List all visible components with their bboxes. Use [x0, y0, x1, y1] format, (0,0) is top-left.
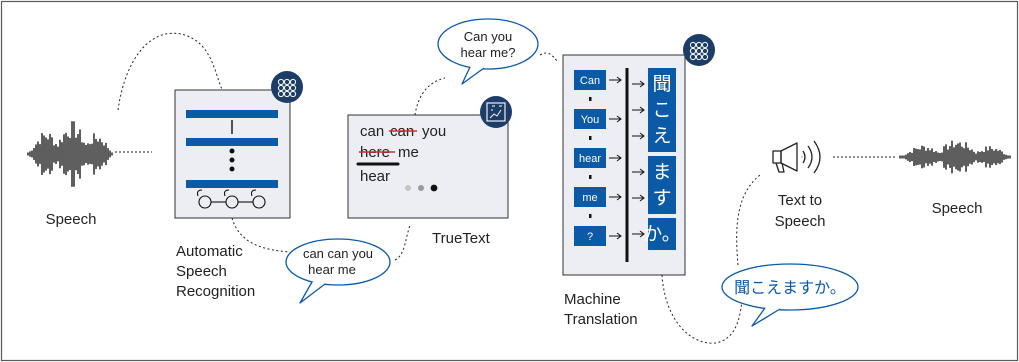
arrow-icon: [609, 154, 622, 162]
arrow-icon: [609, 115, 622, 123]
truetext-label: TrueText: [432, 230, 491, 247]
source-token: ?: [587, 231, 593, 243]
truetext-word-hear: hear: [360, 168, 390, 185]
input-waveform-icon: [27, 121, 113, 187]
source-token-box: [574, 70, 606, 90]
mt-label-line-1: Machine: [564, 291, 621, 308]
target-token: こ: [652, 100, 671, 121]
truetext-circuit-chip-icon: [480, 96, 512, 128]
megaphone-icon: [772, 140, 821, 174]
asr-label-line-1: Automatic: [176, 243, 243, 260]
tts-module: Text to Speech: [772, 140, 826, 230]
target-token: か。: [643, 224, 681, 245]
question-bubble: Can you hear me?: [437, 18, 539, 85]
asr-output-bubble: can can you hear me: [285, 238, 391, 304]
arrow-icon: [632, 168, 645, 176]
tts-label-line-2: Speech: [775, 213, 826, 230]
source-token: You: [581, 114, 600, 126]
flow-wave-to-asr: [117, 32, 226, 111]
asr-label-line-3: Recognition: [176, 283, 255, 300]
speech-out-label: Speech: [932, 200, 983, 217]
asr-label-line-2: Speech: [176, 263, 227, 280]
truetext-word-you: you: [422, 123, 446, 140]
truetext-word-can: can: [360, 123, 384, 140]
question-bubble-line-2: hear me?: [461, 45, 516, 60]
separator-dot: [589, 175, 592, 179]
asr-hexagon-cluster-icon: [271, 71, 303, 103]
tts-label-line-1: Text to: [778, 192, 822, 209]
asr-card: [174, 89, 291, 219]
target-token: ま: [652, 162, 671, 183]
mt-label-line-2: Translation: [564, 311, 638, 328]
truetext-word-me: me: [398, 144, 419, 161]
state-chain-icon: [196, 189, 266, 209]
question-bubble-line-1: Can you: [464, 29, 512, 44]
target-token: す: [652, 188, 671, 209]
arrow-icon: [632, 106, 645, 114]
source-token: Can: [580, 75, 600, 87]
source-token: hear: [579, 153, 601, 165]
flow-truetext-to-mt: [414, 52, 559, 116]
arrow-icon: [609, 193, 622, 201]
truetext-module: can can you here me hear TrueText: [347, 96, 512, 247]
source-token: me: [582, 192, 597, 204]
source-token-box: [574, 187, 606, 207]
asr-module: Automatic Speech Recognition: [174, 71, 303, 300]
target-token: 聞: [652, 74, 671, 95]
translation-bubble: 聞こえますか。: [721, 263, 859, 327]
arrow-icon: [632, 230, 645, 238]
speech-in-label: Speech: [46, 211, 97, 228]
arrow-icon: [609, 76, 622, 84]
translation-bubble-text: 聞こえますか。: [734, 279, 846, 297]
target-token-box: [648, 156, 676, 214]
asr-bubble-line-2: hear me: [308, 262, 356, 277]
flow-mt-to-tts: [661, 174, 761, 344]
mt-hexagon-cluster-icon: [683, 34, 715, 66]
arrow-icon: [632, 194, 645, 202]
target-token-box: [648, 218, 676, 250]
target-token-box: [648, 68, 676, 152]
separator-dot: [589, 97, 592, 101]
output-waveform-icon: [899, 140, 1011, 174]
separator-dot: [589, 136, 592, 140]
arrow-icon: [632, 132, 645, 140]
source-token-box: [574, 148, 606, 168]
arrow-icon: [609, 232, 622, 240]
separator-dot: [589, 214, 592, 218]
arrow-icon: [632, 80, 645, 88]
source-token-box: [574, 109, 606, 129]
target-token: え: [652, 126, 671, 147]
source-token-box: [574, 226, 606, 246]
truetext-card: [347, 114, 509, 219]
asr-bubble-line-1: can can you: [303, 246, 373, 261]
